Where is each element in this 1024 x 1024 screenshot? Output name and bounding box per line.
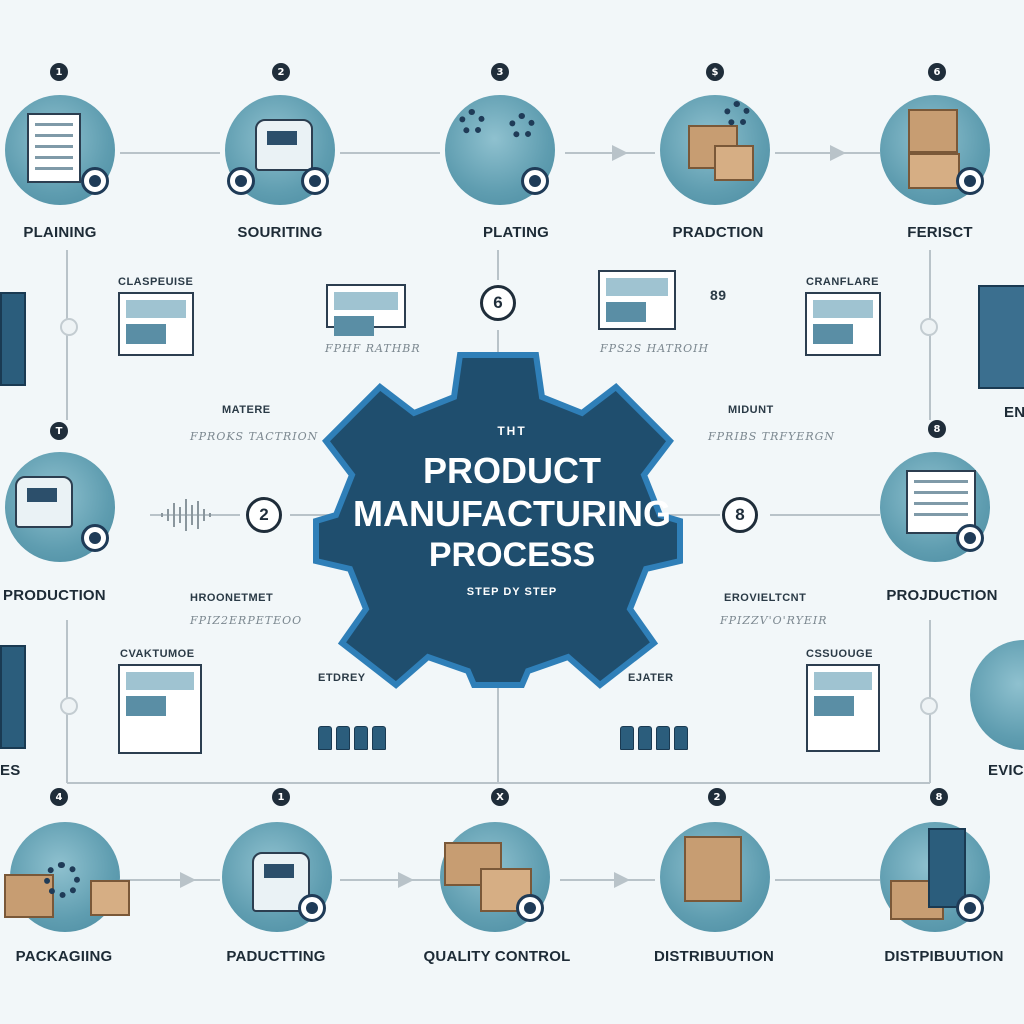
center-title-line1: PRODUCT <box>423 450 601 491</box>
planning-illustration <box>5 95 115 205</box>
bottles-icon <box>318 726 386 750</box>
center-subtitle: STEP DY STEP <box>466 586 558 598</box>
arrow-icon <box>398 872 414 888</box>
workstation-icon <box>118 292 194 356</box>
step-number: X <box>491 788 509 806</box>
center-title-line3: PROCESS <box>428 536 596 574</box>
edge-label: ES <box>0 762 21 779</box>
info-subtext: FPIZZV'O'RYEIR <box>720 614 828 627</box>
info-heading: MIDUNT <box>728 404 774 416</box>
step-label: SOURITING <box>237 224 323 241</box>
step-number: T <box>50 422 68 440</box>
step-number: 1 <box>272 788 290 806</box>
step-number: $ <box>706 63 724 81</box>
soundwave-icon <box>161 499 211 531</box>
computer-icon <box>118 664 202 754</box>
connector-dot <box>60 318 78 336</box>
info-heading: ETDREY <box>318 672 366 684</box>
info-heading: CRANFLARE <box>806 276 879 288</box>
edge-label: EVIC <box>988 762 1024 779</box>
info-heading: EJATER <box>628 672 674 684</box>
step-label: QUALITY CONTROL <box>423 948 571 965</box>
step-label: DISTPIBUUTION <box>884 948 1004 965</box>
producting-illustration <box>222 822 332 932</box>
step-circle: 8 <box>722 497 758 533</box>
info-number: 89 <box>710 287 727 303</box>
central-gear <box>313 352 683 689</box>
left-edge-storage-icon <box>0 645 26 749</box>
step-label: PLATING <box>482 224 550 241</box>
info-subtext: FPS2S HATROIH <box>600 342 710 355</box>
plating-illustration <box>445 95 555 205</box>
connector-dot <box>920 697 938 715</box>
tools-icon <box>326 284 406 336</box>
production-boxes-illustration <box>660 95 770 205</box>
step-number: 6 <box>928 63 946 81</box>
distribution-center-illustration <box>880 822 990 932</box>
quality-control-illustration <box>440 822 550 932</box>
step-circle: 6 <box>480 285 516 321</box>
right-edge-screen-icon <box>978 285 1024 389</box>
step-label: FERISCT <box>907 224 973 241</box>
step-label: PRADCTION <box>672 224 764 241</box>
bottles-icon <box>620 726 688 750</box>
arrow-icon <box>612 145 628 161</box>
step-label: PRODUCTION <box>3 587 106 604</box>
info-heading: EROVIELTCNT <box>724 592 807 604</box>
connector-dot <box>920 318 938 336</box>
step-number: 4 <box>50 788 68 806</box>
center-title-line2: MANUFACTURING <box>353 493 671 534</box>
finished-goods-illustration <box>880 95 990 205</box>
step-circle: 2 <box>246 497 282 533</box>
step-number: 8 <box>930 788 948 806</box>
connector-dot <box>60 697 78 715</box>
step-label: PLAINING <box>23 224 97 241</box>
packaging-illustration <box>4 822 130 932</box>
info-subtext: FPRIBS TRFYERGN <box>708 430 836 443</box>
step-number: 2 <box>272 63 290 81</box>
control-panel-icon <box>805 292 881 356</box>
info-subtext: FPROKS TACTRION <box>190 430 319 443</box>
info-heading: CLASPEUISE <box>118 276 194 288</box>
left-edge-cabinet-icon <box>0 292 26 386</box>
arrow-icon <box>180 872 196 888</box>
sourcing-illustration <box>225 95 335 205</box>
step-number: 2 <box>708 788 726 806</box>
arrow-icon <box>614 872 630 888</box>
step-number: 1 <box>50 63 68 81</box>
step-number: 8 <box>928 420 946 438</box>
step-label: PROJDUCTION <box>886 587 998 604</box>
info-heading: MATERE <box>222 404 271 416</box>
edge-label: EN <box>1004 404 1024 421</box>
step-label: PACKAGIING <box>15 948 113 965</box>
step-label: DISTRIBUUTION <box>653 948 775 965</box>
info-heading: HROONETMET <box>190 592 274 604</box>
machinery-icon <box>598 270 676 330</box>
step-number: 3 <box>491 63 509 81</box>
center-kicker: THT <box>497 424 527 438</box>
server-icon <box>806 664 880 752</box>
info-heading: CVAKTUMOE <box>120 648 195 660</box>
arrow-icon <box>830 145 846 161</box>
production-line-illustration <box>5 452 115 562</box>
distribution-illustration <box>660 822 770 932</box>
info-heading: CSSUOUGE <box>806 648 873 660</box>
step-label: PADUCTTING <box>226 948 326 965</box>
info-subtext: FPIZ2ERPETEOO <box>190 614 303 627</box>
right-edge-illustration <box>970 640 1024 750</box>
info-subtext: FPHF RATHBR <box>325 342 421 355</box>
documentation-illustration <box>880 452 990 562</box>
